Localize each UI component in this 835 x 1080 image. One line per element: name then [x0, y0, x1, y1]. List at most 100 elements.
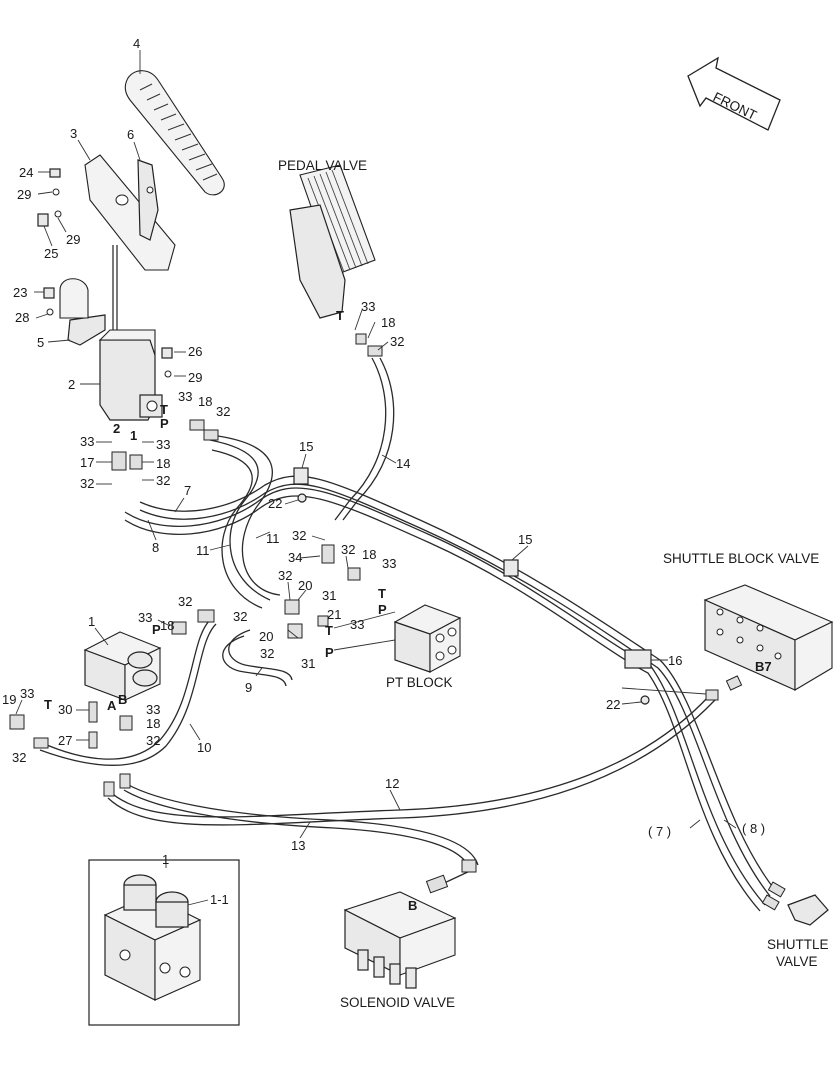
shuttle-block-ports	[716, 608, 782, 660]
callout: 32	[390, 334, 404, 349]
callout: 18	[198, 394, 212, 409]
pedal-valve-top-2	[98, 329, 156, 356]
pt-lead-p	[333, 639, 396, 651]
callout: 32	[12, 750, 26, 765]
callout: 17	[80, 455, 94, 470]
title-shuttle-valve-2: VALVE	[776, 954, 818, 969]
front-arrow: FRONT	[687, 56, 781, 131]
callout: 10	[197, 740, 211, 755]
callout: 32	[292, 528, 306, 543]
shuttle-block-side	[794, 621, 833, 691]
port-letter: P	[325, 645, 334, 660]
callout: 31	[301, 656, 315, 671]
callout: 29	[17, 187, 31, 202]
handle-loop	[59, 278, 89, 319]
fitting-17	[111, 451, 127, 471]
callout: 33	[146, 702, 160, 717]
hose-11c	[217, 435, 281, 596]
washer-29b	[54, 210, 62, 218]
pedal-pad-ribs	[139, 83, 218, 181]
valve-port-circle	[146, 400, 158, 412]
callout: 32	[341, 542, 355, 557]
front-arrow-shape	[687, 56, 781, 131]
port-letter: B	[118, 692, 127, 707]
callout-numbers: 4 3 6 24 29 25 29 23 28 5 26 29 2 33 18 …	[2, 36, 765, 907]
clamp-15b	[503, 559, 519, 577]
pedal-pad	[124, 70, 225, 196]
callout: 34	[288, 550, 302, 565]
washer-29c	[164, 370, 172, 378]
callout: 32	[260, 646, 274, 661]
valve1-solenoid-a	[127, 651, 153, 669]
port-letter: P	[378, 602, 387, 617]
callout: 7	[184, 483, 191, 498]
callout: 33	[80, 434, 94, 449]
washer-28	[46, 308, 54, 316]
callout: 14	[396, 456, 410, 471]
hose-14	[334, 357, 387, 521]
callout: 33	[178, 389, 192, 404]
hose-11-b	[211, 449, 263, 609]
callout: 18	[362, 547, 376, 562]
fitting-19	[9, 714, 25, 730]
callout: 20	[259, 629, 273, 644]
callout: 29	[188, 370, 202, 385]
pedal-bracket	[137, 159, 159, 241]
shuttle-valve	[761, 881, 829, 926]
callout: 32	[233, 609, 247, 624]
hose-9-b	[222, 635, 287, 687]
main-valve-1	[83, 631, 162, 701]
shuttle-block-valve	[703, 584, 834, 691]
port-letter: B7	[755, 659, 772, 674]
port-letters: T P 2 1 T T P T P P T A B B7 B	[44, 308, 772, 913]
callout: 33	[361, 299, 375, 314]
clamp-16	[624, 649, 652, 669]
fitting-18f	[119, 715, 133, 731]
callout: 18	[381, 315, 395, 330]
callout: 6	[127, 127, 134, 142]
bolt-25	[37, 213, 49, 227]
callout: 25	[44, 246, 58, 261]
hose-7-b	[139, 483, 771, 897]
callout: 21	[327, 607, 341, 622]
bolt-22b	[640, 695, 650, 705]
washer-29a	[52, 188, 60, 196]
callout: 33	[156, 437, 170, 452]
callout: 32	[146, 733, 160, 748]
clamp-15a	[293, 467, 309, 485]
fitting-30	[88, 701, 98, 723]
fitting-hose-end-12	[103, 781, 115, 797]
inset-port-c	[179, 966, 191, 978]
bolt-22a	[297, 493, 307, 503]
solenoid-coils	[357, 949, 417, 989]
pt-lead-t	[333, 611, 396, 629]
callout: 32	[156, 473, 170, 488]
callout: 18	[160, 618, 174, 633]
callout: 9	[245, 680, 252, 695]
pedal-valve-body	[289, 204, 346, 319]
fitting-solenoid-end	[461, 859, 477, 873]
title-pt-block: PT BLOCK	[386, 675, 453, 690]
valve1-solenoid-b	[132, 669, 158, 687]
hose-13-b	[123, 789, 471, 871]
inset-box	[88, 859, 240, 1026]
bracket-hole	[146, 186, 154, 194]
fittings	[9, 168, 719, 873]
inset-port-a	[119, 949, 131, 961]
hose-7	[139, 475, 776, 891]
pt-block-ports	[435, 627, 457, 661]
inset-solenoid-a-body	[123, 884, 157, 911]
hose-14-inner	[342, 357, 395, 521]
port-letter: P	[160, 416, 169, 431]
pedal-valve	[289, 164, 376, 319]
fitting-hose-end-13	[119, 773, 131, 789]
callout: 33	[382, 556, 396, 571]
callout: 11	[266, 531, 280, 546]
title-shuttle-valve-1: SHUTTLE	[767, 937, 829, 952]
callout: 32	[278, 568, 292, 583]
title-pedal-valve: PEDAL VALVE	[278, 158, 367, 173]
hoses	[39, 245, 776, 912]
fitting-hose-end-b7	[705, 689, 719, 701]
fitting-27	[88, 731, 98, 749]
